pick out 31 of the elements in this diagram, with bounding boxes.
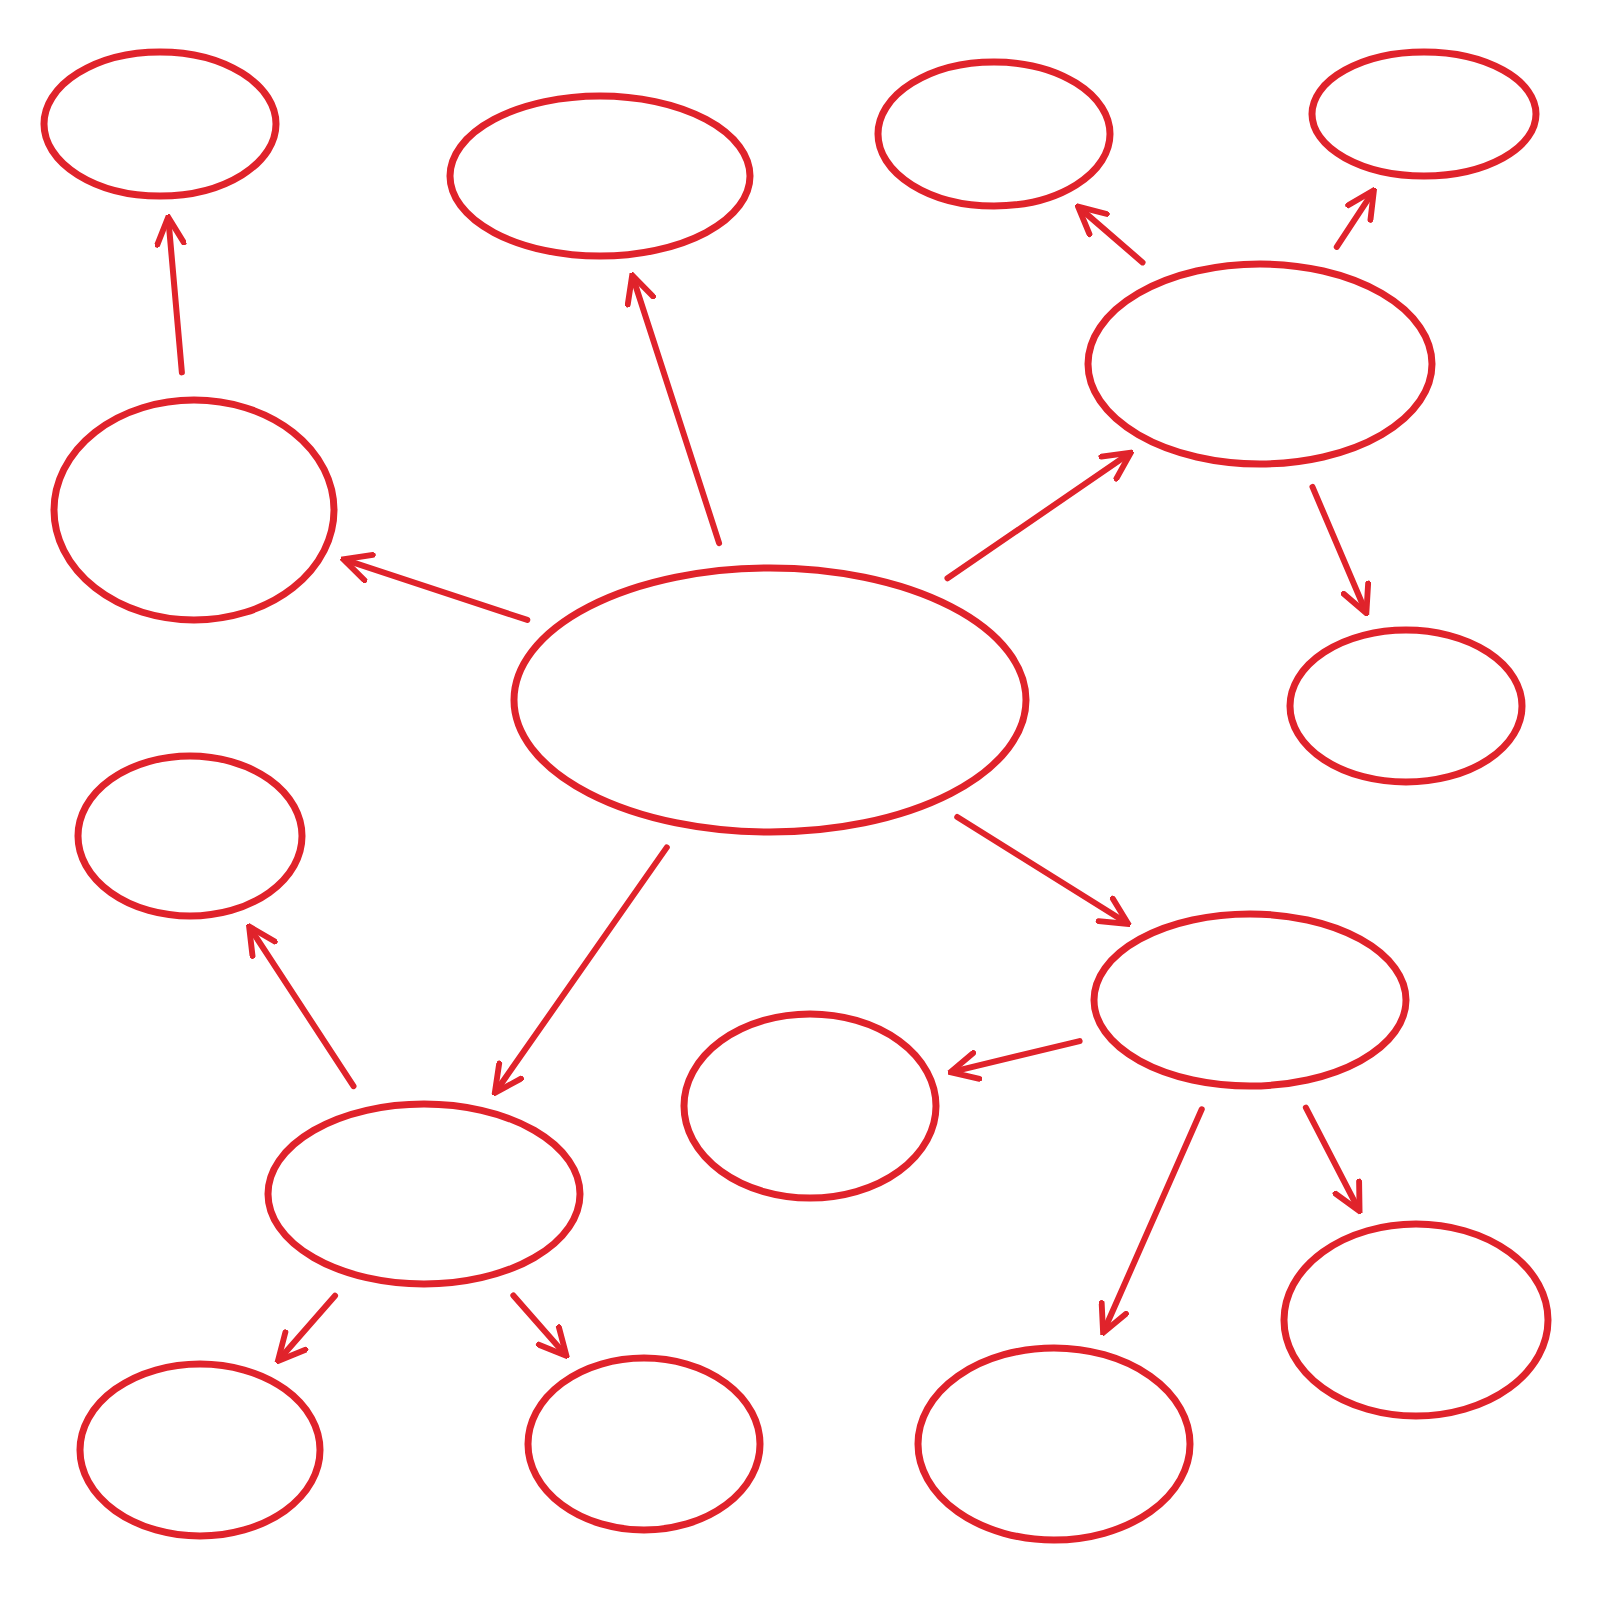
ellipse-node (914, 1344, 1194, 1544)
ellipse-node (524, 1354, 764, 1534)
arrow (510, 1292, 570, 1359)
ellipse-node (510, 564, 1030, 836)
arrow (491, 844, 670, 1096)
ellipse-node (264, 1100, 584, 1288)
arrow (154, 214, 187, 376)
arrow (1075, 203, 1146, 266)
ellipse-node (74, 752, 306, 920)
arrow (947, 1038, 1083, 1082)
arrow (274, 1292, 339, 1364)
ellipse-node (76, 1360, 324, 1540)
ellipse-node (1286, 626, 1526, 786)
arrow (944, 449, 1134, 582)
arrow (954, 814, 1132, 927)
ellipse-node (446, 92, 754, 260)
arrow (624, 272, 723, 547)
arrow (246, 923, 357, 1090)
arrow (1333, 187, 1377, 250)
ellipse-node (50, 396, 338, 624)
ellipse-node (1084, 260, 1436, 468)
ellipse-node (874, 58, 1114, 210)
ellipse-node (40, 48, 280, 200)
arrow (1309, 483, 1372, 617)
arrow (1302, 1104, 1363, 1215)
arrow (340, 552, 531, 623)
ellipse-node (1090, 910, 1410, 1090)
ellipse-node (1280, 1220, 1552, 1420)
ellipse-node (1308, 48, 1540, 180)
arrow (1098, 1106, 1205, 1336)
ellipse-node (680, 1010, 940, 1202)
